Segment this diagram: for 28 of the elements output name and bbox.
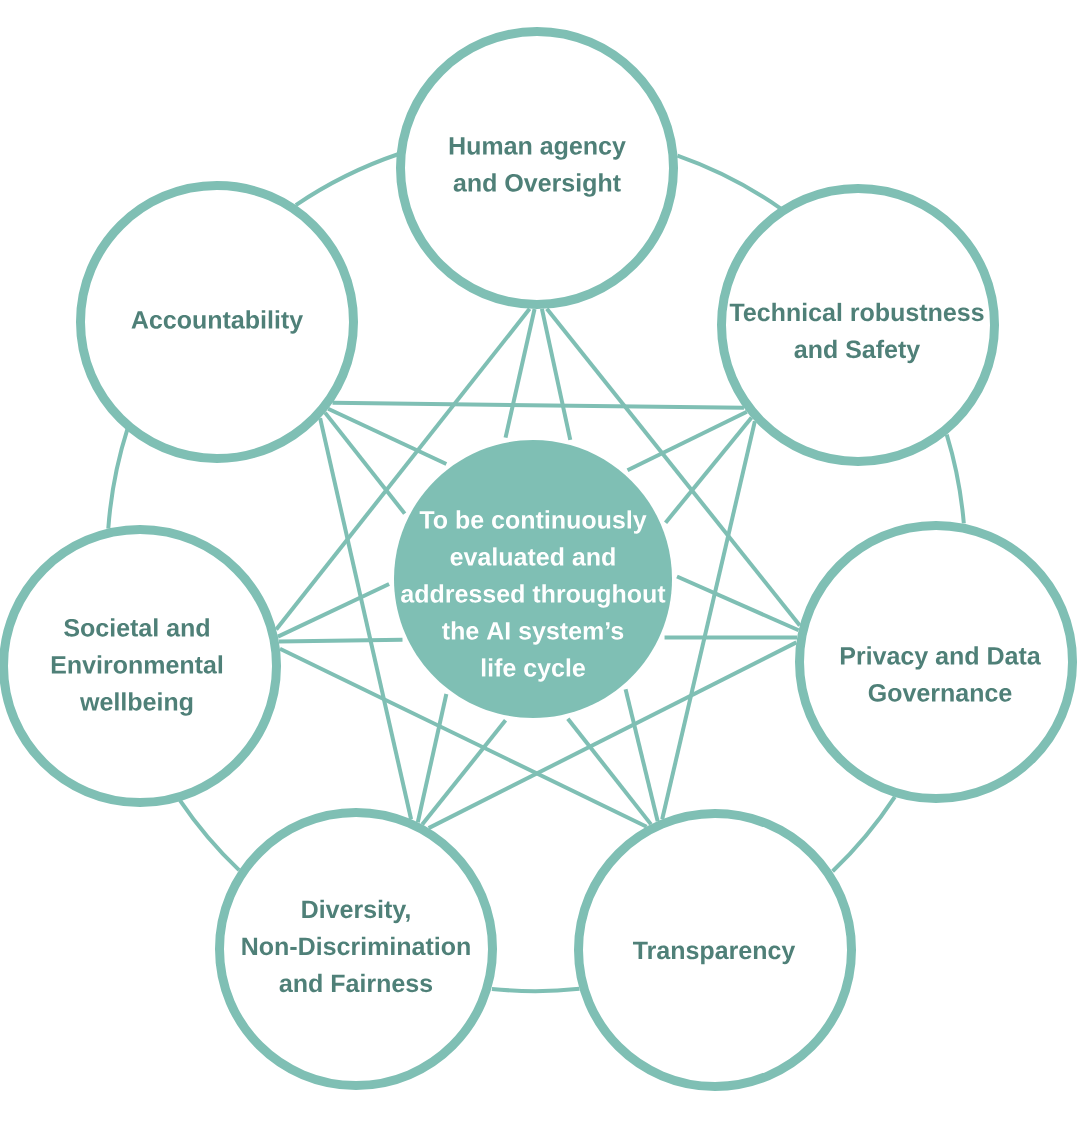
connecting-line — [279, 647, 648, 829]
connecting-line — [664, 416, 754, 524]
connecting-line — [415, 693, 449, 823]
ring-arc — [294, 152, 400, 207]
connecting-line — [274, 307, 532, 631]
ring-arc — [944, 434, 966, 524]
connecting-line — [664, 635, 798, 640]
connecting-line — [278, 637, 403, 644]
ring-arc — [831, 795, 897, 873]
ring-arc — [106, 428, 130, 529]
connecting-line — [318, 417, 414, 820]
connecting-line — [503, 308, 537, 439]
connecting-line — [323, 411, 407, 515]
connecting-line — [660, 420, 757, 820]
connecting-line — [623, 688, 660, 822]
connecting-line — [277, 582, 390, 639]
ring-arc — [491, 986, 580, 994]
connecting-line — [420, 719, 508, 826]
connecting-line — [327, 407, 448, 466]
connecting-line — [539, 308, 573, 441]
connecting-line — [545, 307, 802, 627]
connecting-line — [566, 717, 653, 826]
ring-arc — [676, 153, 782, 211]
ring-arc — [178, 799, 241, 872]
connecting-line — [332, 400, 744, 410]
connecting-line — [626, 410, 748, 473]
connecting-line — [427, 640, 798, 830]
connecting-line — [676, 574, 800, 633]
